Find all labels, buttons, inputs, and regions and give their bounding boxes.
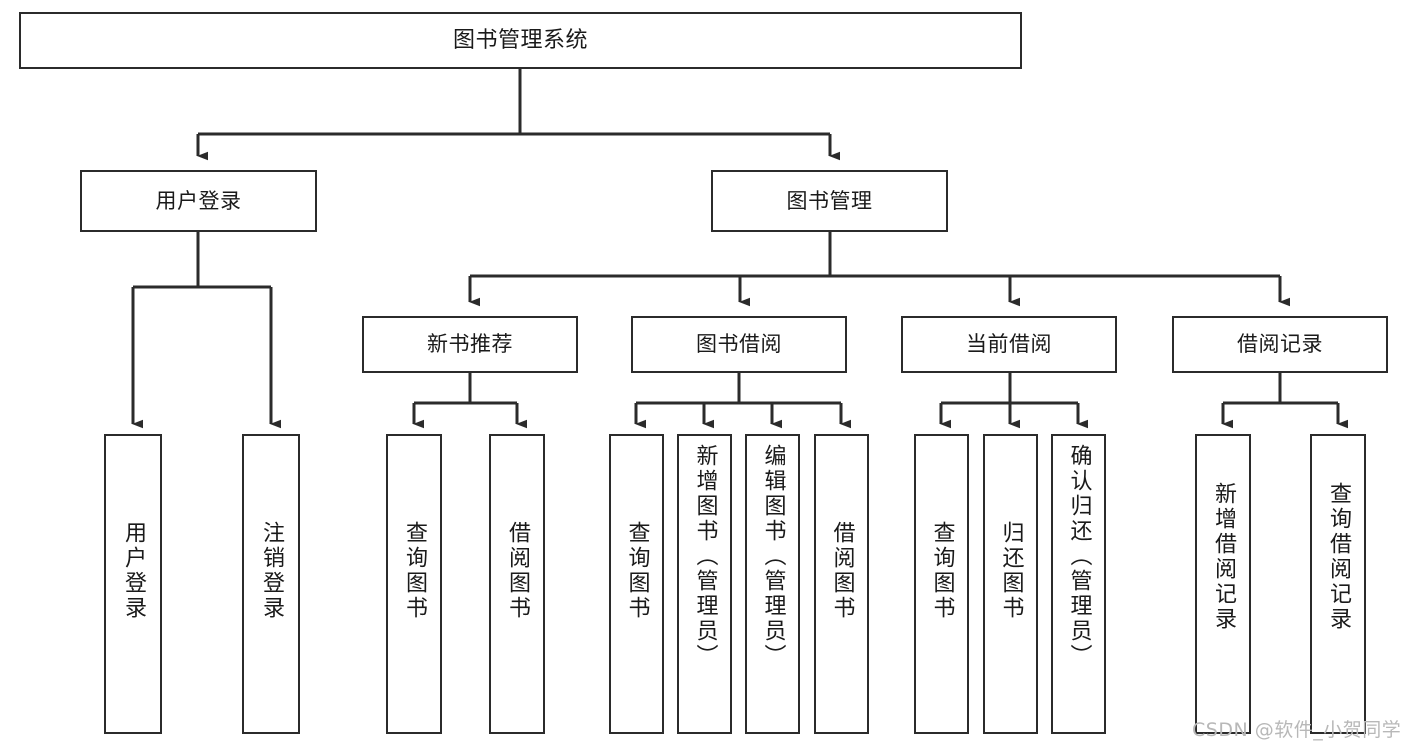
node-label: 新增借阅记录: [1211, 482, 1236, 632]
leaf-query-book-recommend[interactable]: 查询图书: [386, 434, 442, 734]
leaf-query-book-borrow[interactable]: 查询图书: [609, 434, 664, 734]
leaf-borrow-book-recommend[interactable]: 借阅图书: [489, 434, 545, 734]
node-label: 新增图书（管理员）: [692, 444, 718, 669]
node-label: 编辑图书（管理员）: [760, 444, 786, 669]
leaf-query-borrow-record[interactable]: 查询借阅记录: [1310, 434, 1366, 734]
csdn-watermark: CSDN @软件_小贺同学: [1192, 719, 1402, 741]
node-label: 查询借阅记录: [1326, 482, 1351, 632]
node-label: 借阅记录: [1237, 332, 1323, 357]
node-label: 当前借阅: [966, 332, 1052, 357]
node-label: 查询图书: [624, 521, 650, 621]
node-user-login[interactable]: 用户登录: [80, 170, 317, 232]
node-label: 新书推荐: [427, 332, 513, 357]
node-label: 确认归还（管理员）: [1066, 444, 1092, 669]
node-label: 用户登录: [155, 188, 242, 213]
node-label: 借阅图书: [505, 521, 530, 621]
leaf-return-book[interactable]: 归还图书: [983, 434, 1038, 734]
leaf-logout[interactable]: 注销登录: [242, 434, 300, 734]
node-new-book-recommend[interactable]: 新书推荐: [362, 316, 578, 373]
node-book-management[interactable]: 图书管理: [711, 170, 948, 232]
node-label: 归还图书: [998, 521, 1024, 621]
node-root-book-management-system[interactable]: 图书管理系统: [19, 12, 1022, 69]
leaf-confirm-return[interactable]: 确认归还（管理员）: [1051, 434, 1106, 734]
leaf-edit-book[interactable]: 编辑图书（管理员）: [745, 434, 800, 734]
node-book-borrow[interactable]: 图书借阅: [631, 316, 847, 373]
leaf-add-book[interactable]: 新增图书（管理员）: [677, 434, 732, 734]
node-label: 图书管理系统: [452, 27, 588, 53]
leaf-add-borrow-record[interactable]: 新增借阅记录: [1195, 434, 1251, 734]
leaf-user-login[interactable]: 用户登录: [104, 434, 162, 734]
leaf-query-book-current[interactable]: 查询图书: [914, 434, 969, 734]
node-label: 用户登录: [121, 521, 146, 621]
node-label: 借阅图书: [829, 521, 855, 621]
node-label: 注销登录: [259, 521, 284, 621]
leaf-borrow-book[interactable]: 借阅图书: [814, 434, 869, 734]
node-label: 图书借阅: [696, 332, 782, 357]
node-current-borrow[interactable]: 当前借阅: [901, 316, 1117, 373]
node-borrow-record[interactable]: 借阅记录: [1172, 316, 1388, 373]
node-label: 查询图书: [402, 521, 427, 621]
node-label: 查询图书: [929, 521, 955, 621]
node-label: 图书管理: [786, 188, 873, 213]
